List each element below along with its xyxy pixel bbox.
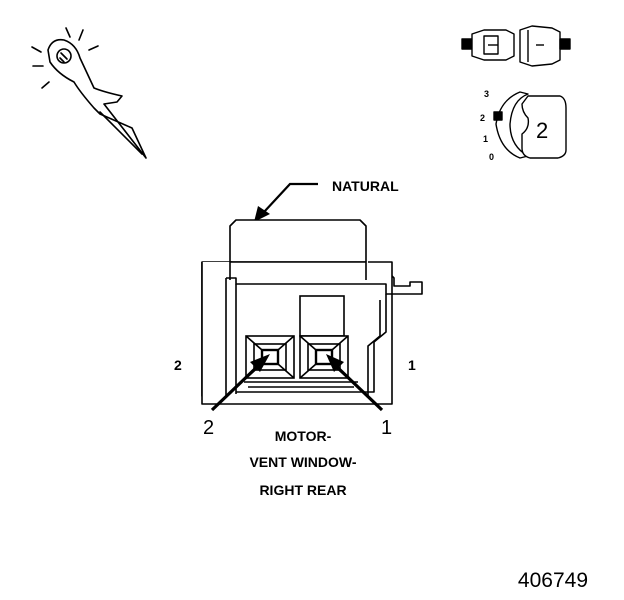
terminal-callout-left: 2	[203, 417, 214, 439]
terminal-1-arrow	[326, 354, 384, 412]
side-label-left: 2	[174, 357, 182, 373]
terminal-post	[299, 295, 345, 337]
component-name-line-1: MOTOR-	[275, 428, 332, 444]
figure-number: 406749	[518, 569, 588, 592]
component-name-line-2: VENT WINDOW-	[249, 454, 356, 470]
cavity-position-1: 1	[483, 134, 488, 144]
cavity-position-2: 2	[480, 113, 485, 123]
position-badge: 2	[536, 118, 548, 143]
connector-color-label: NATURAL	[332, 178, 399, 194]
component-name-line-3: RIGHT REAR	[259, 482, 346, 498]
side-label-right: 1	[408, 357, 416, 373]
connector-ribs	[244, 381, 358, 388]
connector-halves-icon	[461, 25, 571, 67]
cavity-position-3: 3	[484, 89, 489, 99]
terminal-position-icon	[493, 91, 567, 159]
cavity-position-0: 0	[489, 152, 494, 162]
terminal-callout-right: 1	[381, 417, 392, 439]
test-probe-icon	[31, 27, 147, 159]
color-leader-arrow	[254, 182, 318, 222]
terminal-2-arrow	[210, 354, 270, 412]
